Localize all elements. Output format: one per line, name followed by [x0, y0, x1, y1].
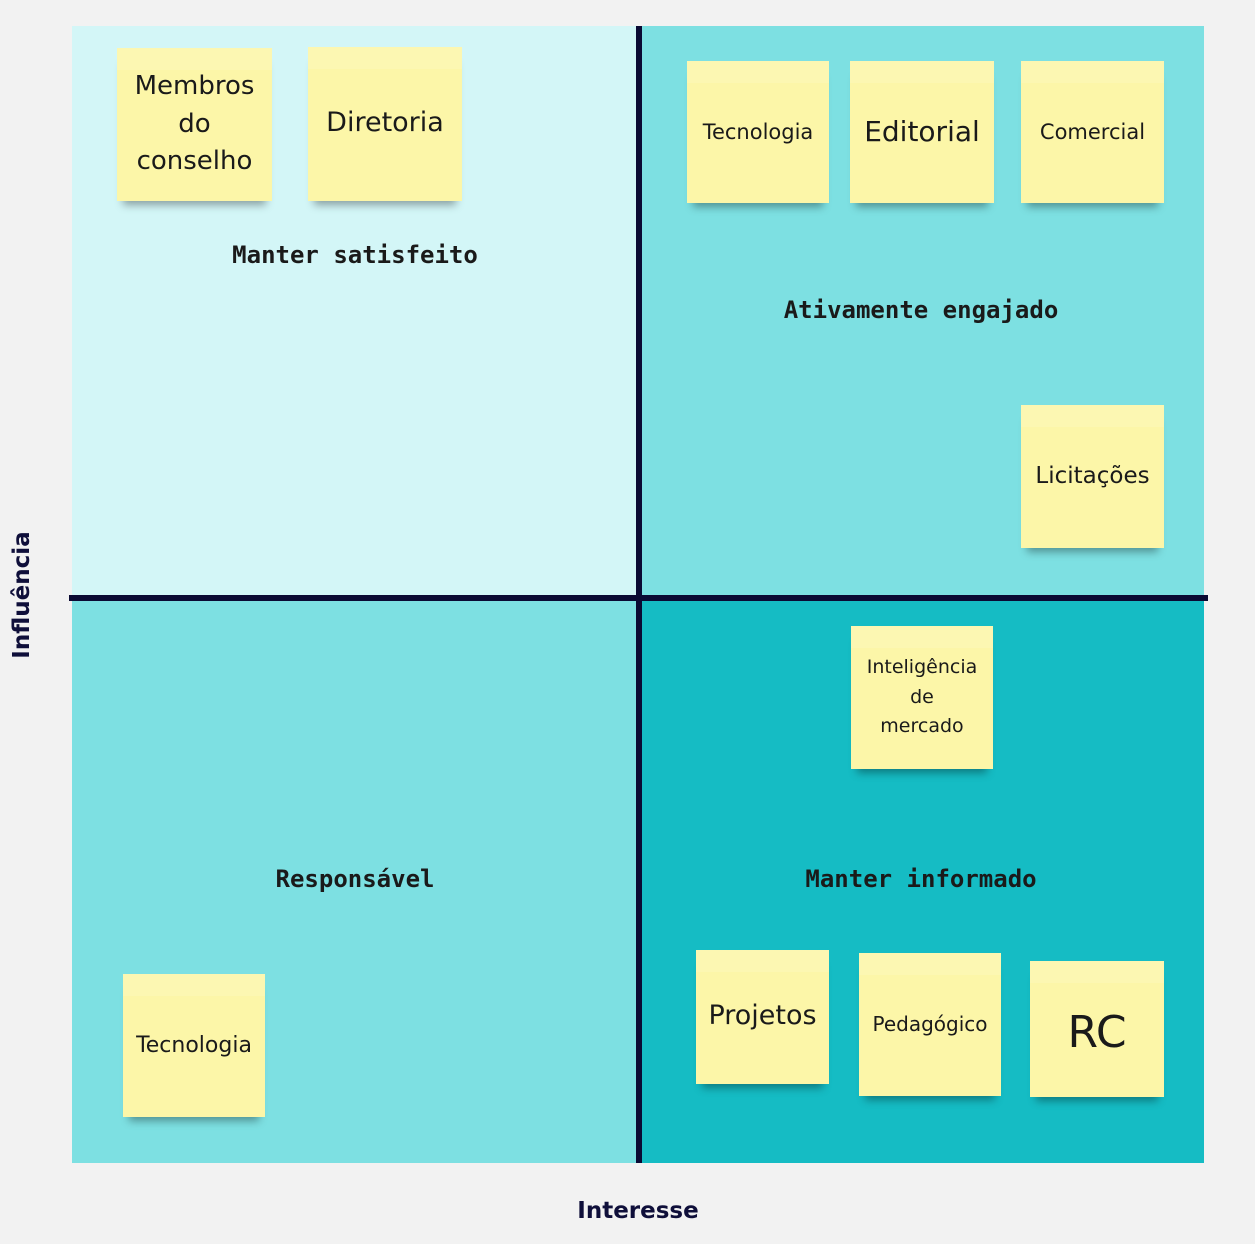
sticky-note-text: Licitações: [1035, 462, 1150, 489]
sticky-note-tecnologia[interactable]: Tecnologia: [687, 61, 829, 203]
sticky-note-licitacoes[interactable]: Licitações: [1021, 405, 1164, 548]
vertical-axis-line: [636, 26, 642, 1163]
sticky-note-text: Projetos: [708, 1000, 817, 1031]
y-axis-title: Influência: [9, 531, 35, 659]
sticky-note-text: Tecnologia: [702, 119, 814, 144]
sticky-note-text: RC: [1067, 1007, 1127, 1058]
sticky-note-text: Tecnologia: [136, 1032, 252, 1058]
quadrant-label-ativamente-engajado: Ativamente engajado: [783, 296, 1059, 324]
quadrant-label-responsavel: Responsável: [275, 865, 435, 893]
sticky-note-text: Inteligência de mercado: [866, 656, 978, 738]
sticky-note-text: Editorial: [864, 114, 980, 148]
horizontal-axis-line: [69, 595, 1208, 601]
sticky-note-text: Comercial: [1039, 119, 1146, 144]
sticky-note-rc[interactable]: RC: [1030, 961, 1164, 1097]
sticky-note-membros-do-conselho[interactable]: Membros do conselho: [117, 48, 272, 201]
sticky-note-inteligencia-de-mercado[interactable]: Inteligência de mercado: [851, 626, 993, 769]
sticky-note-diretoria[interactable]: Diretoria: [308, 47, 462, 201]
sticky-note-pedagogico[interactable]: Pedagógico: [859, 953, 1001, 1096]
sticky-note-tecnologia-bottom[interactable]: Tecnologia: [123, 974, 265, 1117]
sticky-note-text: Membros do conselho: [134, 70, 255, 177]
sticky-note-projetos[interactable]: Projetos: [696, 950, 829, 1084]
quadrant-label-manter-satisfeito: Manter satisfeito: [232, 241, 478, 269]
x-axis-title: Interesse: [577, 1198, 699, 1224]
sticky-note-text: Pedagógico: [872, 1012, 988, 1036]
sticky-note-editorial[interactable]: Editorial: [850, 61, 994, 203]
sticky-note-comercial[interactable]: Comercial: [1021, 61, 1164, 203]
quadrant-label-manter-informado: Manter informado: [805, 865, 1037, 893]
sticky-note-text: Diretoria: [326, 107, 444, 138]
